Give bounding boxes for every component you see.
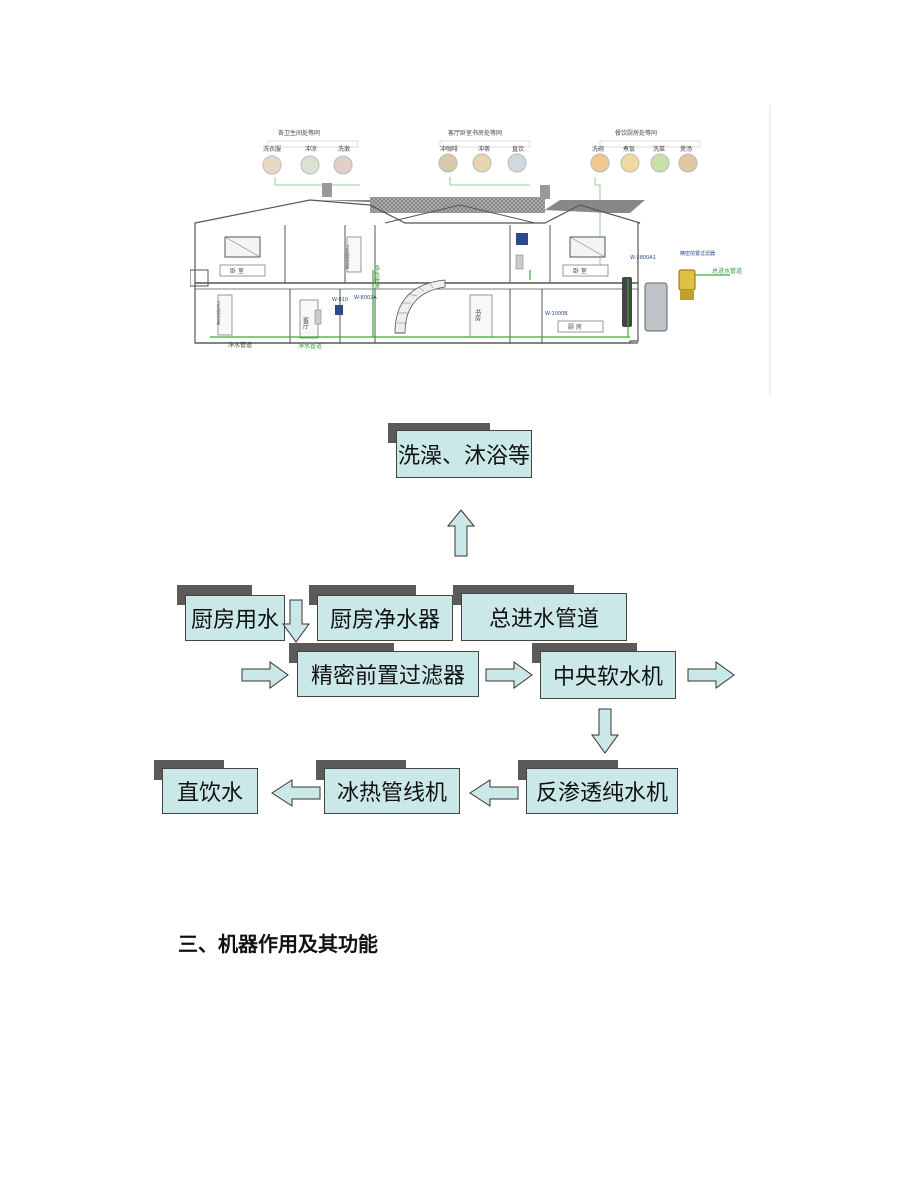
- kitchen-item-1: 洗碗: [592, 145, 604, 153]
- arrow-right-icon: [687, 661, 735, 689]
- pipe-clean-label: 净水管道: [298, 342, 322, 350]
- arrow-right-icon: [485, 661, 533, 689]
- flow-box-kitchen-water: 厨房用水: [185, 595, 285, 641]
- pipe-up-label: 净水管道: [373, 264, 380, 290]
- pipe-inlet-label: 总进水管道: [712, 267, 742, 275]
- kitchen-group-label: 餐饮厨房处等同: [615, 129, 657, 137]
- arrow-up-icon: [446, 509, 476, 557]
- model-2800-label: W-2800A1: [630, 255, 656, 261]
- pipe-main-label: 净水管道: [228, 341, 252, 349]
- bath-group-label: 各卫生间处等同: [278, 129, 320, 137]
- kitchen-item-4: 煲汤: [680, 145, 692, 153]
- flow-box-prefilter: 精密前置过滤器: [297, 651, 479, 697]
- kitchen-item-2: 煮饭: [623, 145, 635, 153]
- bath-item-2: 冲凉: [305, 145, 317, 153]
- arrow-down-icon: [591, 708, 619, 754]
- bath-right-label: 卫生间洗衣房: [346, 245, 351, 270]
- living-group-label: 客厅卧室书房处等同: [448, 129, 502, 137]
- usage-photo-icons: [262, 153, 698, 175]
- model-1000-label: W-1000B: [545, 311, 568, 317]
- arrow-right-icon: [241, 661, 289, 689]
- bath-item-1: 洗衣服: [263, 145, 281, 153]
- bath-left-label: 卫生间洗衣房: [217, 301, 222, 326]
- flow-box-hot-cold: 冰热管线机: [324, 768, 460, 814]
- kitchen-label: 厨 房: [568, 323, 582, 331]
- kitchen-item-3: 洗菜: [653, 145, 665, 153]
- flow-box-drinking: 直饮水: [162, 768, 258, 814]
- flow-box-softener: 中央软水机: [540, 651, 676, 699]
- flow-box-ro: 反渗透纯水机: [526, 768, 678, 814]
- arrow-left-icon: [271, 779, 321, 807]
- living-item-2: 冲茶: [478, 145, 490, 153]
- study-label: 书房: [474, 308, 481, 322]
- living-room-label: 客厅: [302, 316, 309, 329]
- section-heading: 三、机器作用及其功能: [178, 932, 378, 956]
- living-item-1: 冲咖啡: [440, 145, 458, 153]
- living-item-3: 直饮: [512, 145, 524, 153]
- bedroom-left-label: 卧 室: [230, 267, 244, 275]
- flow-box-main-inlet: 总进水管道: [461, 593, 627, 641]
- model-010-label: W-010: [332, 297, 348, 303]
- arrow-left-icon: [469, 779, 519, 807]
- house-water-system-diagram: 各卫生间处等同 客厅卧室书房处等同 餐饮厨房处等同 洗衣服 冲凉 洗漱 冲咖啡 …: [189, 105, 775, 395]
- bath-item-3: 洗漱: [338, 145, 350, 153]
- model-80-label: W-8002A: [354, 295, 377, 301]
- flow-box-bath: 洗澡、沐浴等: [396, 430, 532, 478]
- flow-box-kitchen-purifier: 厨房净水器: [317, 595, 453, 641]
- bedroom-right-label: 卧 室: [573, 267, 587, 275]
- prefilter-label: 精密前置过滤器: [680, 250, 715, 257]
- arrow-down-icon: [282, 599, 310, 643]
